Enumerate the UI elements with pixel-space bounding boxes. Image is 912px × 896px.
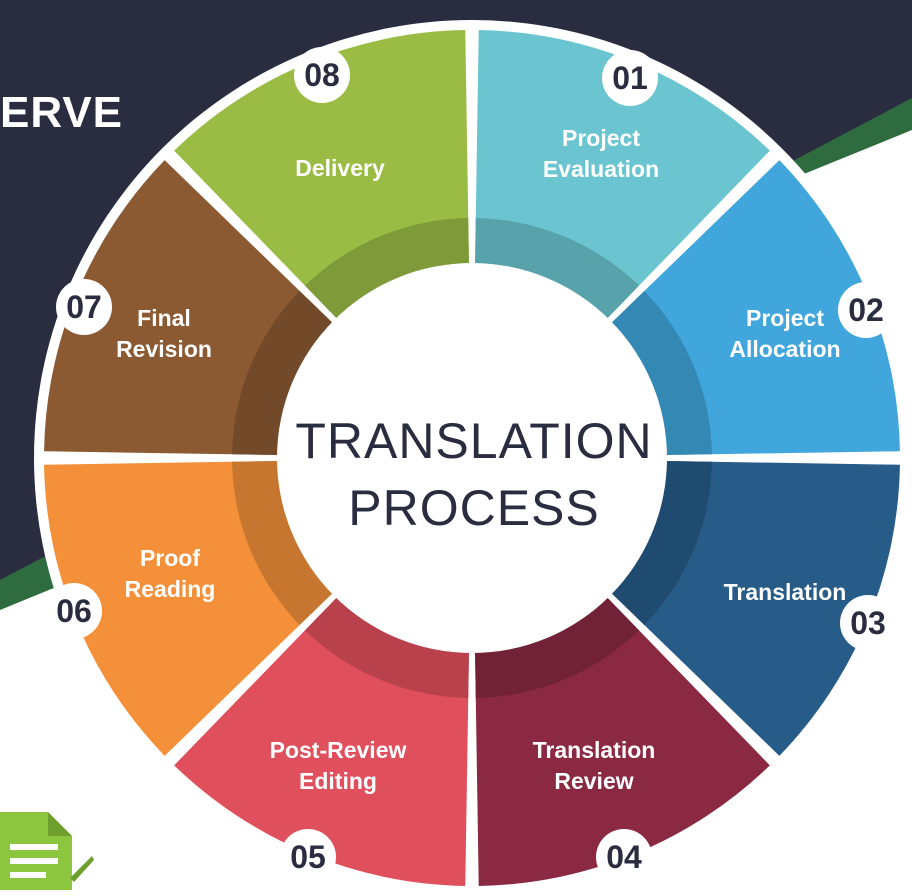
document-icon [0, 812, 94, 890]
segment-label-05-line1: Post-Review [270, 737, 407, 763]
segment-label-02-line1: Project [746, 305, 824, 331]
segment-label-05-line2: Editing [299, 768, 377, 794]
step-number-04: 04 [606, 839, 642, 875]
wheel-inner-rings [232, 218, 712, 698]
segment-ring-07 [232, 290, 345, 456]
number-badge-08 [294, 47, 350, 103]
segment-ring-06 [232, 460, 345, 626]
step-numbers: 01 02 03 04 05 06 07 08 [46, 47, 896, 885]
segment-label-01-line2: Evaluation [543, 156, 659, 182]
step-number-07: 07 [66, 289, 102, 325]
center-disc [277, 263, 667, 653]
segment-label-04-line1: Translation [533, 737, 656, 763]
segment-label-07-line1: Final [137, 305, 191, 331]
step-number-02: 02 [848, 292, 884, 328]
step-number-05: 05 [290, 839, 326, 875]
segment-label-06-line1: Proof [140, 545, 200, 571]
segment-ring-03 [599, 460, 712, 626]
segment-labels: ProjectEvaluationProjectAllocationTransl… [116, 125, 846, 794]
segment-ring-08 [304, 218, 470, 331]
number-badge-02 [838, 282, 894, 338]
step-number-06: 06 [56, 593, 92, 629]
number-badge-01 [602, 50, 658, 106]
number-badge-06 [46, 583, 102, 639]
center-title-line2: PROCESS [348, 480, 600, 536]
number-badge-03 [840, 595, 896, 651]
segment-ring-02 [599, 290, 712, 456]
segment-label-07-line2: Revision [116, 336, 212, 362]
segment-ring-04 [474, 585, 640, 698]
number-badge-04 [596, 829, 652, 885]
segment-label-01-line1: Project [562, 125, 640, 151]
segment-ring-05 [304, 585, 470, 698]
heading-fragment: ERVE [0, 88, 124, 137]
number-badge-05 [280, 829, 336, 885]
segment-label-03-line1: Translation [724, 579, 847, 605]
center-title-line1: TRANSLATION [295, 413, 652, 469]
number-badge-07 [56, 279, 112, 335]
segment-ring-01 [474, 218, 640, 331]
segment-label-06-line2: Reading [125, 576, 216, 602]
segment-label-04-line2: Review [554, 768, 633, 794]
segment-label-02-line2: Allocation [729, 336, 840, 362]
step-number-08: 08 [304, 57, 340, 93]
step-number-01: 01 [612, 60, 648, 96]
step-number-03: 03 [850, 605, 886, 641]
segment-label-08-line1: Delivery [295, 155, 385, 181]
